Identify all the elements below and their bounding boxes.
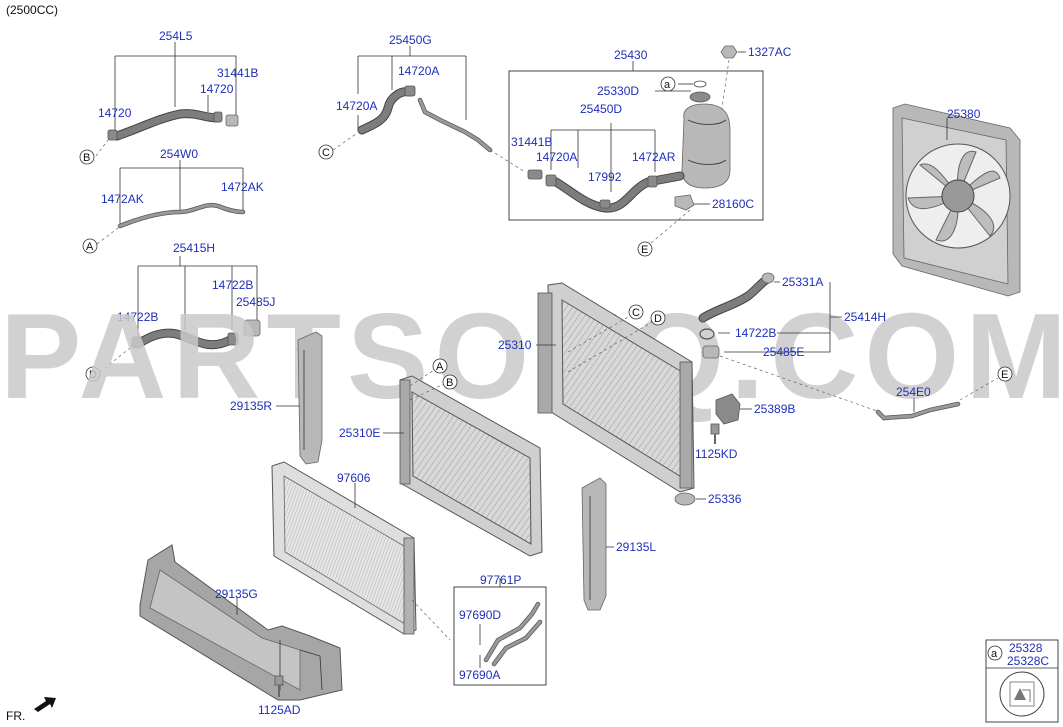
hose-25414H-group: 25331A 25414H 14722B 25485E: [698, 272, 886, 359]
bracket-29135R: 29135R: [230, 331, 323, 465]
hose-254W0-group: 254W0 1472AK 1472AK A: [82, 147, 264, 254]
label-25485E[interactable]: 25485E: [763, 345, 804, 359]
label-97606[interactable]: 97606: [337, 471, 371, 485]
fr-label: FR.: [6, 709, 25, 723]
fan-shroud-25380: 25380: [892, 103, 1021, 297]
label-25485J[interactable]: 25485J: [236, 295, 275, 309]
label-1472AR[interactable]: 1472AR: [632, 150, 676, 164]
label-29135G[interactable]: 29135G: [215, 587, 258, 601]
label-25430[interactable]: 25430: [614, 48, 648, 62]
ref-A-left: A: [86, 241, 94, 253]
label-1472AK-left[interactable]: 1472AK: [101, 192, 144, 206]
ref-C-right: C: [632, 307, 640, 319]
pipe-254E0-group: 254E0 E: [719, 355, 1013, 421]
ref-B-center: B: [446, 377, 453, 389]
label-25310[interactable]: 25310: [498, 338, 532, 352]
label-25328[interactable]: 25328: [1009, 641, 1043, 655]
radiator-25310: 25310 C D: [498, 282, 695, 493]
label-254W0[interactable]: 254W0: [160, 147, 198, 161]
label-25389B[interactable]: 25389B: [754, 402, 795, 416]
ref-D-left: D: [89, 369, 97, 381]
label-14720A-left[interactable]: 14720A: [336, 99, 377, 113]
condenser-97606: 97606: [271, 461, 451, 641]
oil-cooler-97761P-group: 97761P 97690D 97690A: [453, 573, 547, 686]
label-25330D[interactable]: 25330D: [597, 84, 639, 98]
label-25450D[interactable]: 25450D: [580, 102, 622, 116]
label-25415H[interactable]: 25415H: [173, 241, 215, 255]
ref-E-top: E: [641, 244, 648, 256]
hose-25450G-group: 25450G 14720A 14720A C: [318, 33, 526, 173]
label-28160C[interactable]: 28160C: [712, 197, 754, 211]
label-25310E[interactable]: 25310E: [339, 426, 380, 440]
label-14722B-left[interactable]: 14722B: [117, 310, 158, 324]
reservoir-25430-group: 25430 1327AC a 25330D 25450D 31441B 1472…: [508, 45, 792, 257]
bracket-29135L: 29135L: [581, 477, 656, 611]
label-31441B-box[interactable]: 31441B: [511, 135, 552, 149]
ref-D-right: D: [654, 313, 662, 325]
ref-a-cap: a: [664, 79, 671, 91]
label-17992[interactable]: 17992: [588, 170, 622, 184]
label-1327AC[interactable]: 1327AC: [748, 45, 792, 59]
hose-25415H-group: 25415H 14722B 25485J 14722B D: [85, 241, 275, 382]
label-1472AK-right[interactable]: 1472AK: [221, 180, 264, 194]
label-1125AD[interactable]: 1125AD: [258, 703, 301, 717]
label-1125KD[interactable]: 1125KD: [695, 447, 738, 461]
label-25450G[interactable]: 25450G: [389, 33, 432, 47]
ref-A-center: A: [436, 361, 444, 373]
label-14720A-box[interactable]: 14720A: [536, 150, 577, 164]
label-97761P[interactable]: 97761P: [480, 573, 521, 587]
engine-label: (2500CC): [6, 3, 58, 17]
front-arrow-icon: [34, 697, 56, 712]
label-254E0[interactable]: 254E0: [896, 385, 931, 399]
hose-254L5-group: 254L5 31441B 14720 14720 B: [79, 29, 258, 165]
small-parts-right: 25389B 1125KD 25336: [674, 393, 795, 506]
label-25331A[interactable]: 25331A: [782, 275, 823, 289]
ref-E-right: E: [1001, 369, 1008, 381]
label-97690A[interactable]: 97690A: [459, 668, 500, 682]
watermark: PARTSOUQ.COM: [0, 288, 1063, 424]
label-25328C[interactable]: 25328C: [1007, 654, 1049, 668]
ref-a-legend: a: [991, 648, 998, 660]
label-29135R[interactable]: 29135R: [230, 399, 272, 413]
ref-B-left: B: [83, 152, 90, 164]
label-31441B-top[interactable]: 31441B: [217, 66, 258, 80]
label-14720-left[interactable]: 14720: [98, 106, 132, 120]
label-25336[interactable]: 25336: [708, 492, 742, 506]
label-14722B-right[interactable]: 14722B: [212, 278, 253, 292]
label-14720A-top[interactable]: 14720A: [398, 64, 439, 78]
ref-C-top: C: [322, 147, 330, 159]
label-29135L[interactable]: 29135L: [616, 540, 656, 554]
label-14722B-right-group[interactable]: 14722B: [735, 326, 776, 340]
radiator-25310E: 25310E A B: [339, 358, 543, 557]
label-14720-right[interactable]: 14720: [200, 82, 234, 96]
legend-box: a 25328 25328C: [985, 639, 1059, 723]
label-25414H[interactable]: 25414H: [844, 310, 886, 324]
air-guide-29135G: 29135G 1125AD: [139, 544, 343, 717]
label-97690D[interactable]: 97690D: [459, 608, 501, 622]
front-direction-indicator: FR.: [6, 697, 56, 723]
label-254L5[interactable]: 254L5: [159, 29, 193, 43]
label-25380[interactable]: 25380: [947, 107, 981, 121]
